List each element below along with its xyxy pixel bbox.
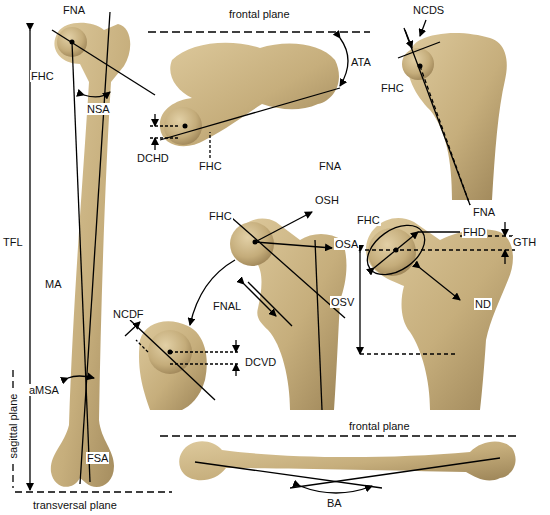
measure-label: OSV <box>330 296 355 308</box>
measure-label: FHD <box>462 226 487 238</box>
measure-label: MA <box>44 278 63 290</box>
measure-label: ND <box>474 298 492 310</box>
measure-label: OSA <box>334 238 359 250</box>
measure-label: OSH <box>314 194 340 206</box>
measure-label: FHC <box>380 82 405 94</box>
measure-label: FHC <box>208 210 233 222</box>
measure-label: frontal plane <box>348 420 411 432</box>
measure-label: FNA <box>472 206 496 218</box>
measure-label: sagittal plane <box>7 393 19 460</box>
measure-label: FNA <box>318 160 342 172</box>
measure-label: FNAL <box>212 300 242 312</box>
measure-label: GTH <box>512 236 537 248</box>
measure-label: TFL <box>2 236 24 248</box>
measure-label: NCDS <box>412 4 445 16</box>
measure-label: FHC <box>198 160 223 172</box>
measure-label: DCHD <box>136 152 170 164</box>
measure-label: transversal plane <box>32 499 118 511</box>
measure-label: frontal plane <box>228 8 291 20</box>
measure-label: NSA <box>86 103 111 115</box>
measure-label: FNA <box>62 4 86 16</box>
measure-label: aMSA <box>28 384 60 396</box>
measure-label: ATA <box>350 56 372 68</box>
measure-label: NCDF <box>112 308 145 320</box>
measure-label: FHC <box>30 70 55 82</box>
measure-label: DCVD <box>244 356 277 368</box>
measure-label: FHC <box>356 214 381 226</box>
measure-label: FSA <box>86 452 109 464</box>
measure-label: BA <box>326 497 343 509</box>
